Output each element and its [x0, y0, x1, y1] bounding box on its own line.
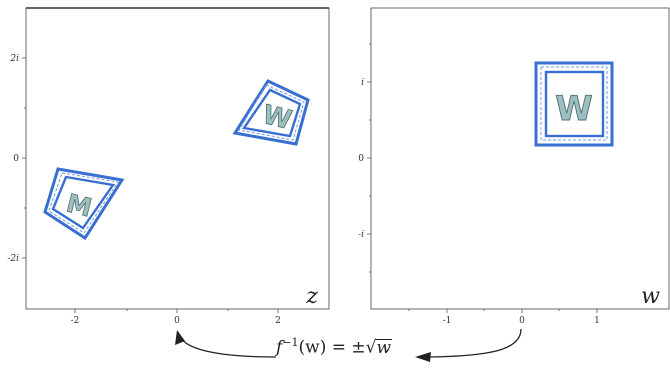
- arrow-head-left: [175, 330, 185, 345]
- w-ytick-0: 0: [358, 154, 364, 164]
- w-plane-frame: [371, 8, 669, 309]
- w-ytick-i: i: [361, 78, 364, 88]
- z-ytick-2i: 2i: [9, 54, 19, 64]
- formula-exponent: −1: [282, 336, 298, 349]
- z-xtick-2: 2: [275, 316, 281, 326]
- z-xtick-neg2: -2: [71, 316, 80, 326]
- arrow-head-right: [415, 352, 431, 362]
- w-xtick-0: 0: [519, 316, 525, 326]
- inverse-map-formula: f−1(w) = ±√w: [276, 336, 392, 358]
- w-glyph-w: W: [555, 89, 593, 129]
- formula-sqrt-arg: w: [376, 338, 391, 358]
- z-ytick-neg2i: -2i: [7, 254, 19, 264]
- w-xtick-neg1: -1: [443, 316, 452, 326]
- w-xtick-1: 1: [594, 316, 600, 326]
- w-plane-label: w: [641, 284, 660, 309]
- z-plane-panel: -2 0 2 2i 0 -2i W M z: [7, 8, 329, 326]
- z-plane-label: z: [305, 284, 318, 309]
- z-xtick-0: 0: [174, 316, 180, 326]
- z-plane-frame: [26, 8, 329, 309]
- z-ytick-0: 0: [13, 154, 19, 164]
- formula-arg: (w) = ±: [299, 338, 366, 358]
- w-plane-panel: -1 0 1 i 0 -i W w: [358, 8, 669, 326]
- w-ytick-neg-i: -i: [358, 230, 364, 240]
